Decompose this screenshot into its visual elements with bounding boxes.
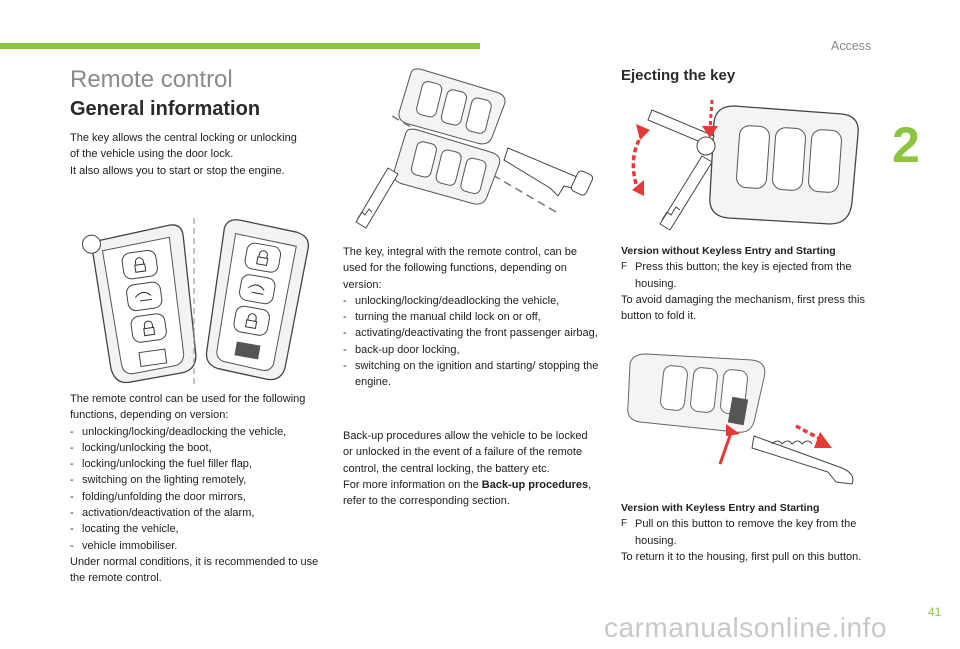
list-item: locking/unlocking the fuel filler flap, xyxy=(70,456,328,473)
eject-title: Ejecting the key xyxy=(621,67,736,84)
chapter-number: 2 xyxy=(892,117,920,173)
eject-key-illustration-2 xyxy=(627,353,854,485)
backup-block: Back-up procedures allow the vehicle to … xyxy=(343,428,593,509)
step-item: F Press this button; the key is ejected f… xyxy=(621,259,871,292)
list-item: folding/unfolding the door mirrors, xyxy=(70,489,328,506)
list-item: locating the vehicle, xyxy=(70,521,328,538)
key-functions-list: unlocking/locking/deadlocking the vehicl… xyxy=(343,293,603,391)
list-item: back-up door locking, xyxy=(343,342,603,359)
list-item: switching on the ignition and starting/ … xyxy=(343,358,603,391)
list-item: unlocking/locking/deadlocking the vehicl… xyxy=(70,424,328,441)
section-label: Access xyxy=(831,39,872,53)
more-info-prefix: For more information on the xyxy=(343,478,482,491)
eject-key-illustration-1 xyxy=(631,99,859,231)
folding-key-illustration xyxy=(355,68,594,229)
note-text: To return it to the housing, first pull … xyxy=(621,550,862,563)
fob-front-icon xyxy=(81,224,197,384)
step-text: Press this button; the key is ejected fr… xyxy=(635,261,852,290)
functions-list: unlocking/locking/deadlocking the vehicl… xyxy=(70,424,328,555)
list-item: vehicle immobiliser. xyxy=(70,538,328,555)
step-item: F Pull on this button to remove the key f… xyxy=(621,516,871,549)
watermark: carmanualsonline.info xyxy=(604,612,887,643)
intro-text: The key allows the central locking or un… xyxy=(70,130,325,179)
page-number: 41 xyxy=(928,605,942,619)
note-text: To avoid damaging the mechanism, first p… xyxy=(621,293,865,323)
list-item: turning the manual child lock on or off, xyxy=(343,309,603,326)
more-info-suffix: , refer to the corresponding section. xyxy=(343,478,592,508)
list-item: activating/deactivating the front passen… xyxy=(343,325,603,342)
header-accent-bar xyxy=(0,43,480,49)
functions-intro: The remote control can be used for the f… xyxy=(70,393,306,422)
list-item: activation/deactivation of the alarm, xyxy=(70,505,328,522)
section-subtitle: General information xyxy=(70,98,261,120)
backup-text: Back-up procedures allow the vehicle to … xyxy=(343,430,588,475)
step-arrow-icon: F xyxy=(621,518,628,530)
backup-procedures-link[interactable]: Back-up procedures xyxy=(481,478,589,491)
intro-line: It also allows you to start or stop the … xyxy=(70,164,285,177)
step-text: Pull on this button to remove the key fr… xyxy=(635,518,857,547)
intro-line: The key allows the central locking or un… xyxy=(70,132,297,144)
list-item: unlocking/locking/deadlocking the vehicl… xyxy=(343,293,603,310)
closing-text: Under normal conditions, it is recommend… xyxy=(70,555,319,585)
version-with-keyless: Version with Keyless Entry and Starting … xyxy=(621,500,871,565)
list-item: switching on the lighting remotely, xyxy=(70,472,328,489)
fob-keyless-icon xyxy=(205,219,310,381)
step-arrow-icon: F xyxy=(621,261,628,273)
intro-line: of the vehicle using the door lock. xyxy=(70,148,234,161)
page-title: Remote control xyxy=(70,66,233,93)
version-without-keyless: Version without Keyless Entry and Starti… xyxy=(621,243,871,324)
list-item: locking/unlocking the boot, xyxy=(70,440,328,457)
remote-control-illustration xyxy=(81,218,310,388)
more-info-text: For more information on the Back-up proc… xyxy=(343,477,593,510)
version-heading: Version without Keyless Entry and Starti… xyxy=(621,245,836,257)
key-functions-block: The key, integral with the remote contro… xyxy=(343,244,603,391)
key-intro: The key, integral with the remote contro… xyxy=(343,246,577,291)
version-heading: Version with Keyless Entry and Starting xyxy=(621,502,820,514)
functions-block: The remote control can be used for the f… xyxy=(70,391,328,587)
